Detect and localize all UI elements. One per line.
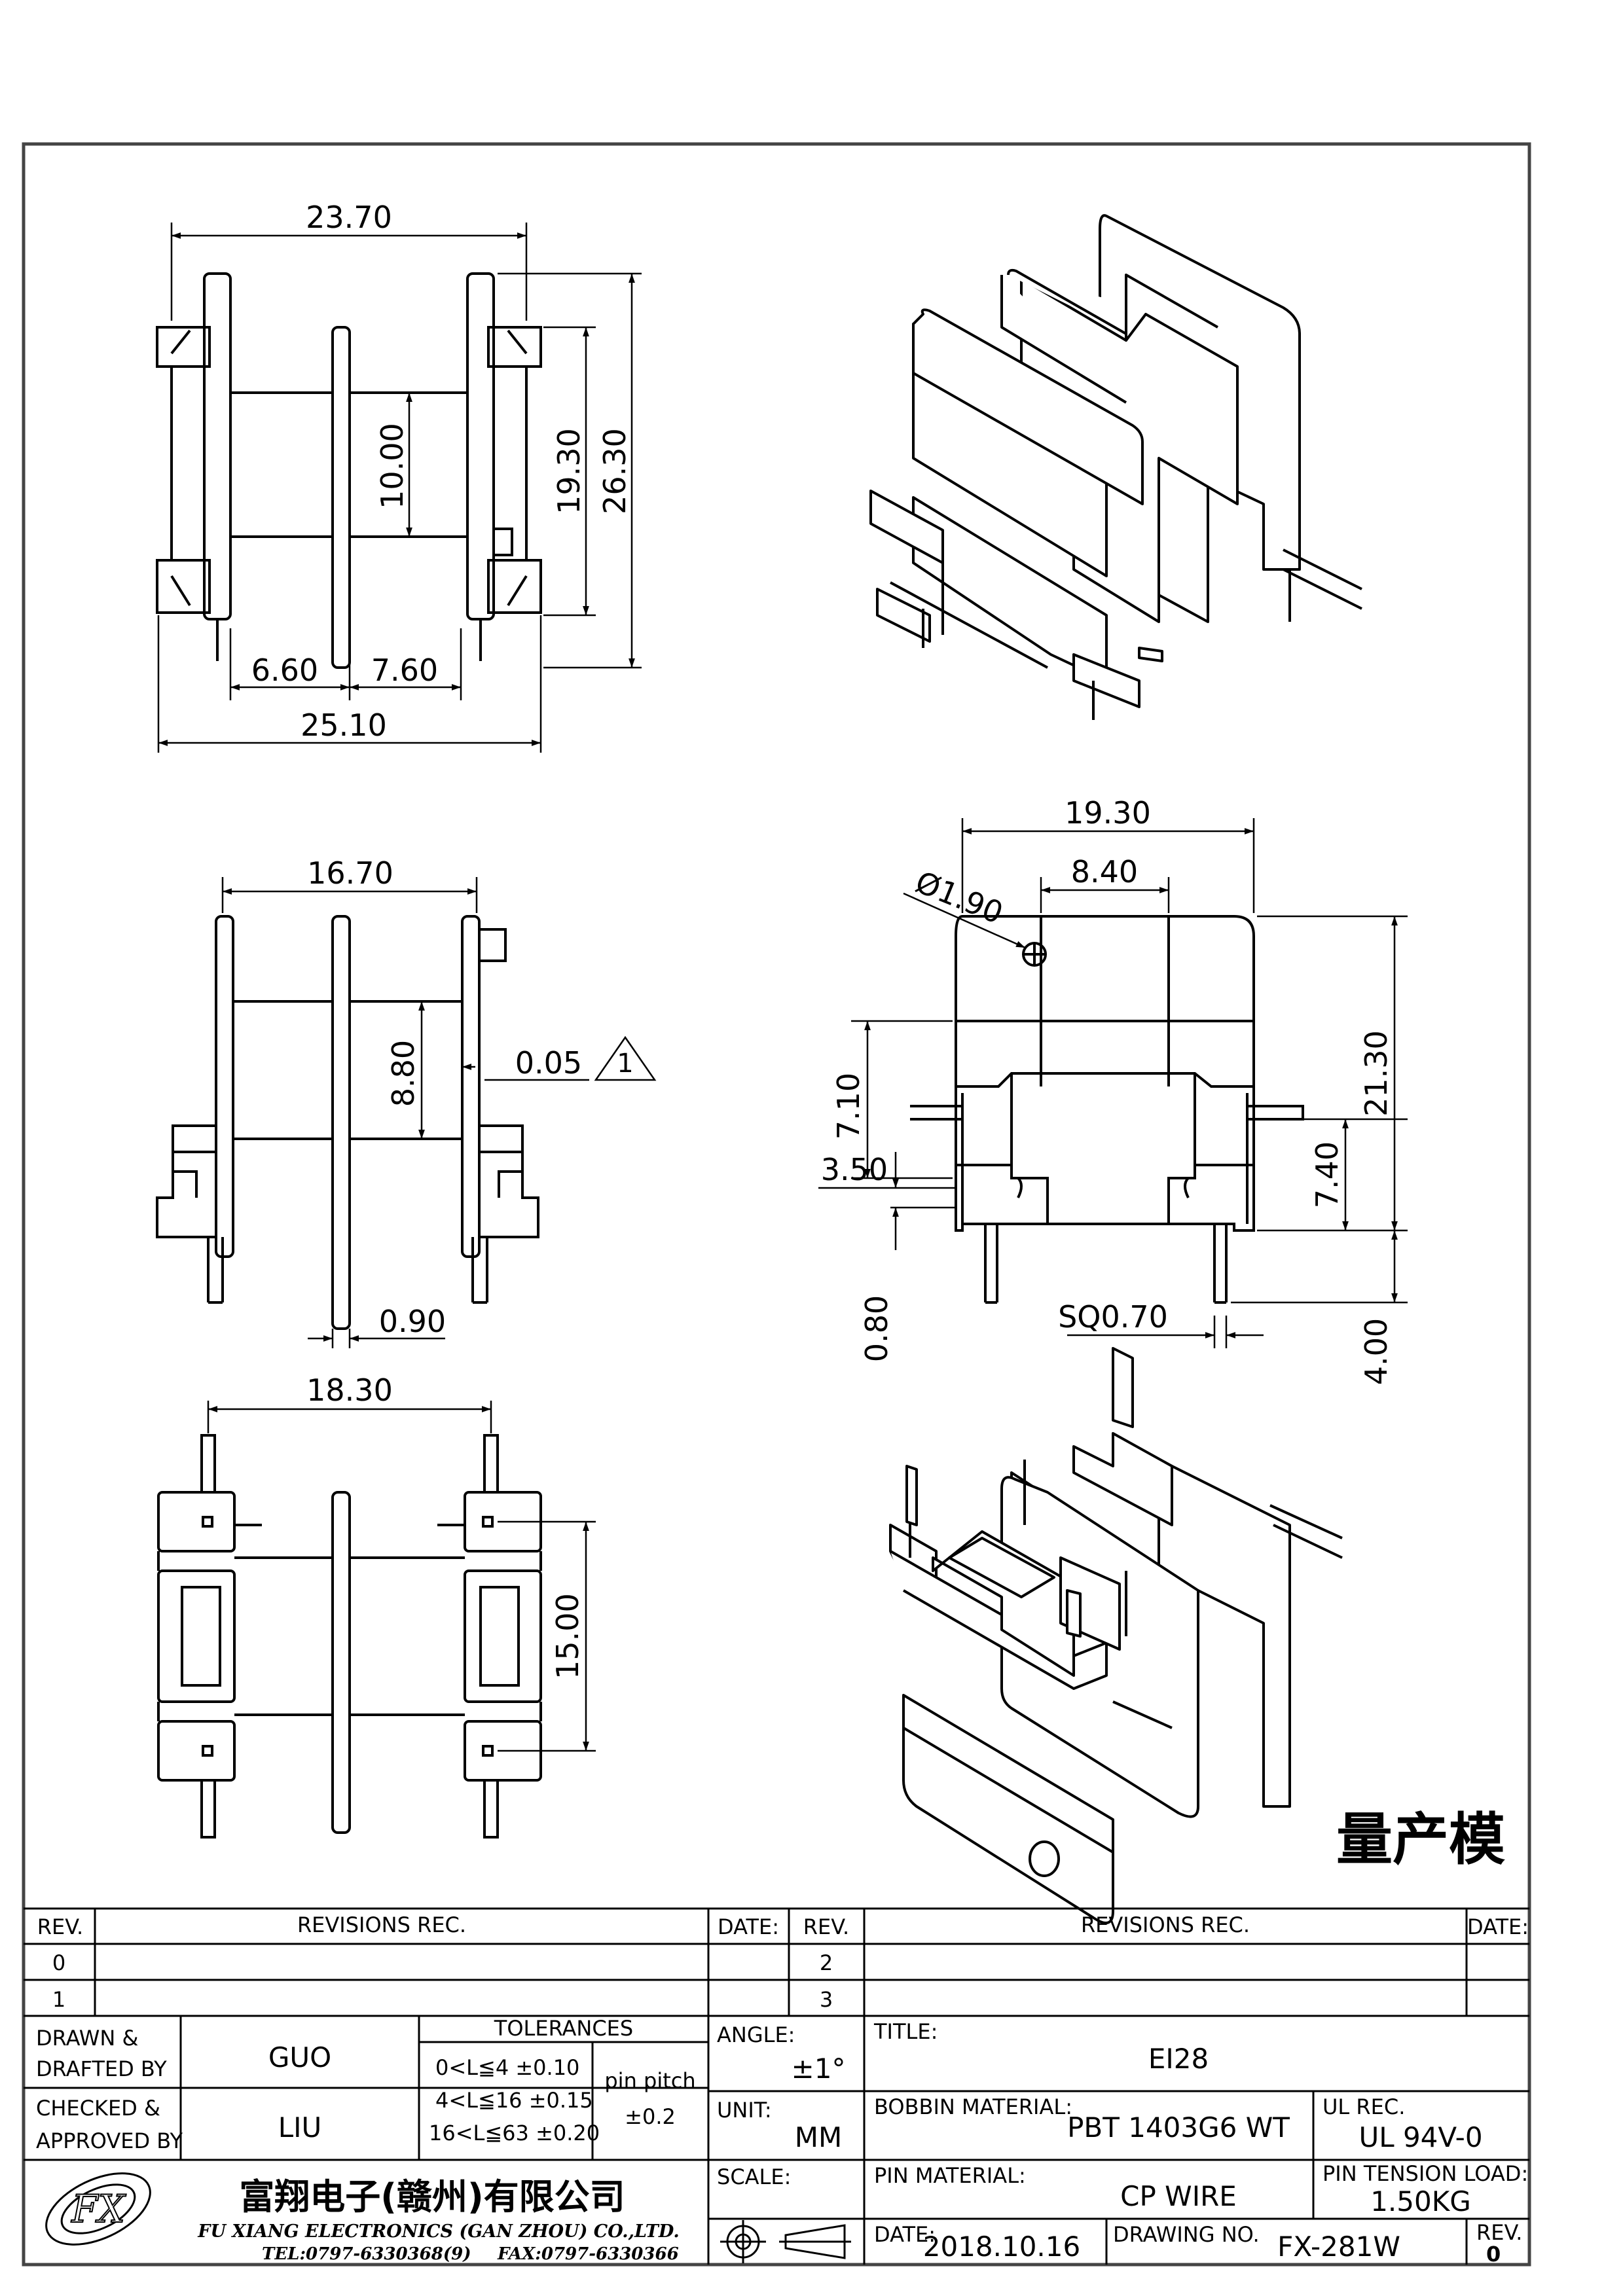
scale-label: SCALE: <box>717 2164 791 2189</box>
company-name-en: FU XIANG ELECTRONICS (GAN ZHOU) CO.,LTD. <box>197 2221 679 2242</box>
pin-pitch-value: ±0.2 <box>625 2104 676 2129</box>
unit-value: MM <box>795 2121 842 2153</box>
drawn-label-2: DRAFTED BY <box>36 2056 167 2081</box>
top-view-labels: 23.70 10.00 19.30 26.30 6.60 7.60 25.10 <box>251 200 632 743</box>
dim-step: 3.50 <box>821 1152 888 1187</box>
rev-header-left: REV. <box>37 1914 83 1939</box>
drawn-label-1: DRAWN & <box>36 2026 138 2051</box>
dim-slot-right: 7.60 <box>371 653 438 688</box>
date-header-right: DATE: <box>1467 1914 1529 1939</box>
ul-value: UL 94V-0 <box>1359 2121 1482 2153</box>
dim-outer-height: 26.30 <box>597 428 632 514</box>
logo-text: FX <box>71 2187 126 2231</box>
dim-pin-pitch-span: 15.00 <box>550 1593 585 1679</box>
bobbin-material-value: PBT 1403G6 WT <box>1067 2111 1290 2144</box>
bottom-view <box>157 1434 542 1839</box>
dim-hole-dia: Ø1.90 <box>911 864 1008 931</box>
iso-view-bottom <box>889 1347 1343 1924</box>
bobbin-material-label: BOBBIN MATERIAL: <box>874 2094 1072 2119</box>
pin-material-label: PIN MATERIAL: <box>874 2163 1026 2188</box>
bottom-view-labels: 18.30 15.00 <box>306 1372 585 1679</box>
rev-row-3: 3 <box>820 1987 833 2012</box>
rev-header-right: REV. <box>803 1914 849 1939</box>
dim-core-height: 10.00 <box>374 423 410 509</box>
company-name-cn: 富翔电子(赣州)有限公司 <box>239 2176 625 2217</box>
note-mark: 1 <box>617 1049 633 1079</box>
checked-by: LIU <box>278 2111 322 2144</box>
front-view <box>910 915 1304 1304</box>
ul-label: UL REC. <box>1322 2094 1405 2119</box>
checked-label-2: APPROVED BY <box>36 2128 183 2153</box>
front-view-labels: 19.30 8.40 Ø1.90 7.10 21.30 3.50 7.40 SQ… <box>821 795 1394 1385</box>
dim-pin-length: 4.00 <box>1359 1318 1394 1385</box>
pin-tension-label: PIN TENSION LOAD: <box>1322 2161 1528 2186</box>
bottom-view-dims <box>207 1401 596 1752</box>
dim-window-height: 8.80 <box>386 1040 421 1107</box>
dim-hole-offset: 8.40 <box>1071 854 1138 889</box>
dim-lower-height: 7.40 <box>1309 1141 1345 1208</box>
dim-pin-row-span: 18.30 <box>306 1372 393 1408</box>
dim-overall-width: 23.70 <box>306 200 392 235</box>
title-value: EI28 <box>1148 2043 1209 2075</box>
date-label: DATE: <box>874 2222 936 2247</box>
date-header-left: DATE: <box>718 1914 779 1939</box>
dim-slot-left: 6.60 <box>251 653 318 688</box>
checked-label-1: CHECKED & <box>36 2096 160 2121</box>
side-view-dims <box>221 877 657 1348</box>
top-view-dims <box>157 223 642 753</box>
revisions-header-right: REVISIONS REC. <box>1081 1912 1250 1937</box>
top-view <box>156 272 542 669</box>
angle-label: ANGLE: <box>717 2022 795 2047</box>
side-view <box>156 915 539 1330</box>
drawing-no-label: DRAWING NO. <box>1113 2222 1260 2247</box>
pin-material-value: CP WIRE <box>1120 2180 1237 2212</box>
company-fax: FAX:0797-6330366 <box>497 2244 679 2264</box>
pin-pitch-label: pin pitch <box>604 2068 695 2093</box>
dim-flange-width: 19.30 <box>1065 795 1151 831</box>
dim-total-height: 21.30 <box>1359 1030 1394 1117</box>
company-logo: FX <box>45 2172 151 2246</box>
front-view-dims <box>818 818 1408 1348</box>
mass-production-stamp: 量产模 <box>1336 1807 1505 1873</box>
angle-value: ±1° <box>792 2053 846 2085</box>
title-label: TITLE: <box>873 2019 938 2044</box>
tolerances-title: TOLERANCES <box>494 2016 633 2041</box>
revisions-header-left: REVISIONS REC. <box>297 1912 466 1937</box>
rev-row-0: 0 <box>52 1950 65 1975</box>
dim-standoff: 0.80 <box>859 1295 894 1362</box>
title-block-lines <box>24 1907 1529 2265</box>
side-view-labels: 16.70 8.80 0.05 1 0.90 <box>307 855 634 1339</box>
rev-value: 0 <box>1486 2242 1501 2267</box>
dim-gap: 0.05 <box>515 1045 582 1081</box>
dim-upper-height: 7.10 <box>831 1073 866 1139</box>
pin-tension-value: 1.50KG <box>1370 2185 1471 2217</box>
title-block-text: REV. REVISIONS REC. DATE: REV. REVISIONS… <box>36 1912 1529 2267</box>
sheet-border <box>22 142 1531 2267</box>
rev-label: REV. <box>1476 2220 1522 2245</box>
unit-label: UNIT: <box>717 2098 772 2123</box>
dim-inner-height: 19.30 <box>551 428 587 514</box>
projection-symbol-icon <box>720 2220 851 2263</box>
date-value: 2018.10.16 <box>923 2231 1080 2263</box>
iso-view-top <box>869 214 1362 720</box>
dim-flange-thickness: 0.90 <box>379 1304 446 1339</box>
drawing-no-value: FX-281W <box>1277 2231 1400 2263</box>
rev-row-2: 2 <box>820 1950 833 1975</box>
tolerance-2: 4<L≦16 ±0.15 <box>435 2088 593 2113</box>
tolerance-3: 16<L≦63 ±0.20 <box>429 2121 600 2145</box>
company-tel: TEL:0797-6330368(9) <box>262 2244 471 2264</box>
rev-row-1: 1 <box>52 1987 65 2012</box>
tolerance-1: 0<L≦4 ±0.10 <box>435 2055 579 2080</box>
dim-base-width: 25.10 <box>301 708 387 743</box>
dim-pin-size: SQ0.70 <box>1058 1299 1168 1335</box>
dim-flange-span: 16.70 <box>307 855 393 891</box>
drawn-by: GUO <box>268 2041 331 2073</box>
